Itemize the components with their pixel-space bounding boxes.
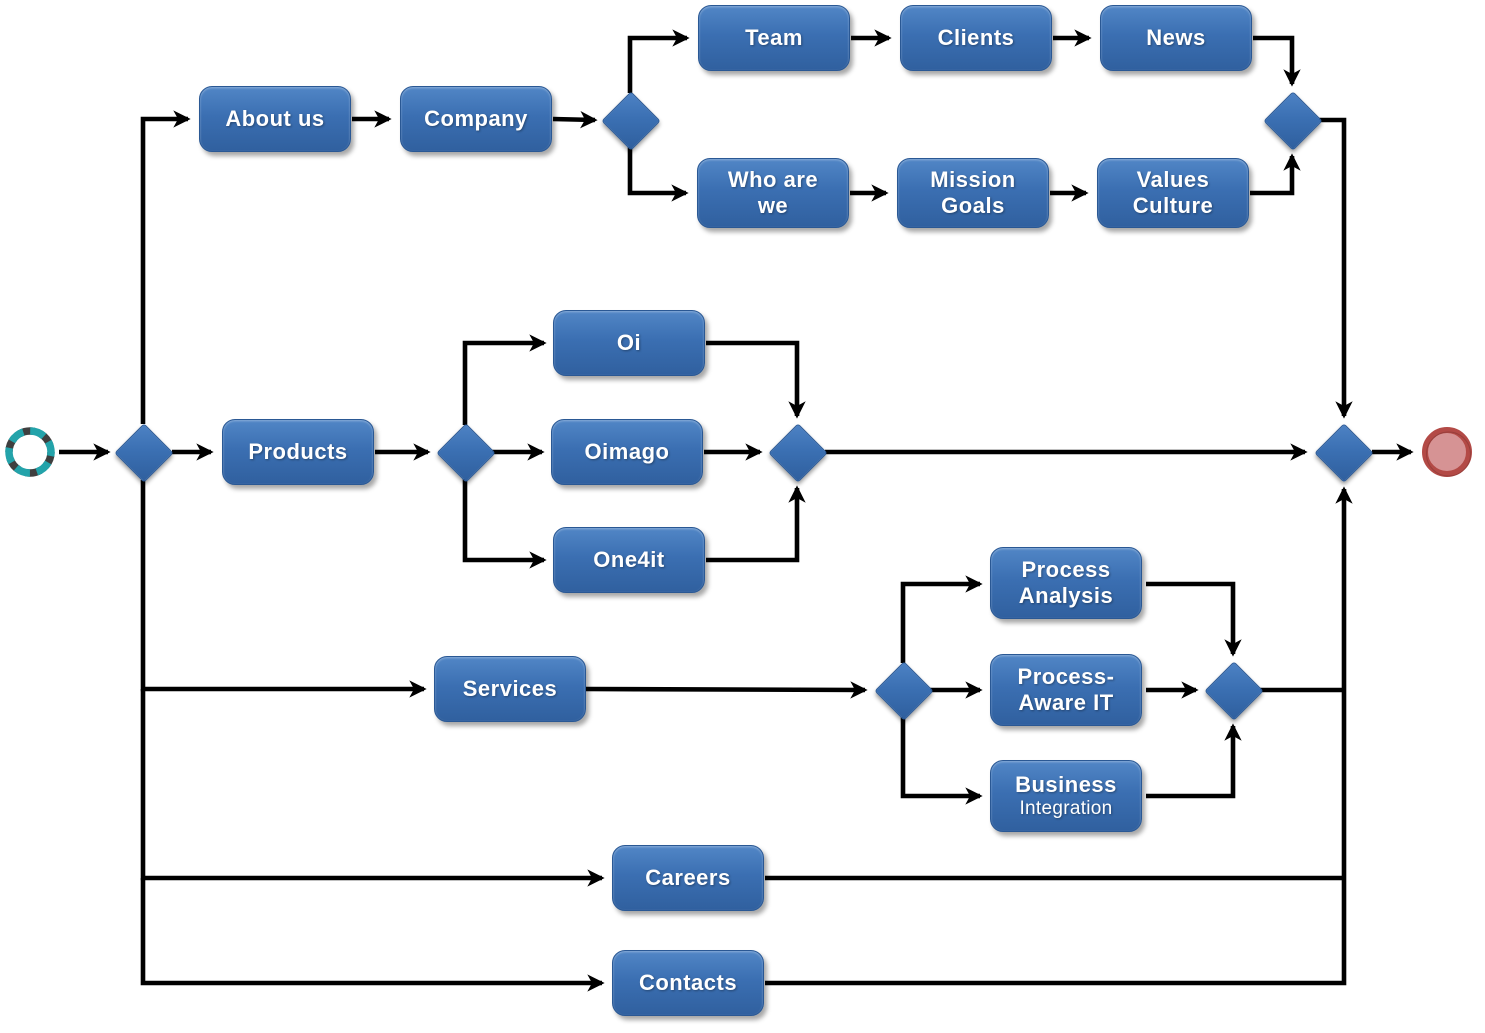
node-values-culture-label-line2: Culture: [1132, 193, 1214, 218]
node-process-aware-it-label-line1: Process-: [1017, 664, 1115, 690]
connector-aboutmerge-to-finalgateway: [1319, 117, 1353, 419]
node-mission-goals-label-line1: Mission: [930, 167, 1016, 193]
node-contacts-label: Contacts: [638, 970, 738, 996]
node-process-analysis[interactable]: Process Analysis: [990, 547, 1142, 619]
node-about-us-label: About us: [225, 106, 325, 132]
connector-values-to-merge: [1250, 153, 1301, 196]
node-careers-label: Careers: [645, 865, 731, 891]
connector-split-to-businessintegration: [900, 717, 983, 805]
node-values-culture-label-line1: Values: [1136, 167, 1210, 193]
node-mission-goals[interactable]: Mission Goals: [897, 158, 1049, 228]
connector-trunk-to-services: [140, 480, 427, 698]
node-values-culture[interactable]: Values Culture: [1097, 158, 1249, 228]
node-mission-goals-label-line2: Goals: [941, 193, 1005, 218]
connector-split-to-team: [627, 29, 690, 93]
connector-contacts-to-finalgateway: [765, 486, 1353, 986]
connector-split-to-one4it: [462, 479, 547, 569]
node-clients[interactable]: Clients: [900, 5, 1052, 71]
node-business-integration-label-line1: Business: [1015, 771, 1117, 797]
node-oimago[interactable]: Oimago: [551, 419, 703, 485]
connector-split-to-processanalysis: [900, 575, 983, 663]
node-oi[interactable]: Oi: [553, 310, 705, 376]
node-oi-label: Oi: [616, 330, 642, 356]
node-about-us[interactable]: About us: [199, 86, 351, 152]
end-event[interactable]: [1421, 426, 1475, 485]
connector-trunk-to-aboutus: [140, 110, 191, 424]
node-process-aware-it[interactable]: Process- Aware IT: [990, 654, 1142, 726]
node-business-integration-label-line2: Integration: [1019, 797, 1113, 819]
node-one4it-label: One4it: [593, 547, 665, 573]
connector-businessintegration-to-merge: [1146, 723, 1242, 799]
connector-news-to-merge: [1253, 35, 1301, 87]
node-who-are-we-label-line1: Who are: [727, 167, 819, 193]
node-company[interactable]: Company: [400, 86, 552, 152]
node-process-aware-it-label-line2: Aware IT: [1018, 690, 1114, 715]
node-who-are-we[interactable]: Who are we: [697, 158, 849, 228]
node-business-integration[interactable]: Business Integration: [990, 760, 1142, 832]
node-company-label: Company: [424, 106, 528, 132]
connector-one4it-to-merge: [706, 485, 806, 563]
connector-split-to-oi: [462, 334, 547, 425]
node-careers[interactable]: Careers: [612, 845, 764, 911]
node-who-are-we-label-line2: we: [757, 193, 789, 218]
end-event-icon: [1422, 427, 1472, 477]
connector-oi-to-merge: [706, 340, 806, 419]
node-team[interactable]: Team: [698, 5, 850, 71]
connector-services-to-split: [585, 681, 868, 699]
node-oimago-label: Oimago: [584, 439, 670, 465]
node-process-analysis-label-line2: Analysis: [1018, 583, 1114, 608]
node-products[interactable]: Products: [222, 419, 374, 485]
connector-trunk-to-contacts: [140, 878, 605, 992]
connector-company-to-split: [552, 110, 598, 129]
node-contacts[interactable]: Contacts: [612, 950, 764, 1016]
node-clients-label: Clients: [937, 25, 1015, 51]
node-process-analysis-label-line1: Process: [1021, 557, 1111, 583]
node-services[interactable]: Services: [434, 656, 586, 722]
node-team-label: Team: [745, 25, 803, 51]
node-products-label: Products: [248, 439, 348, 465]
node-news[interactable]: News: [1100, 5, 1252, 71]
start-event-icon: [5, 427, 55, 477]
node-one4it[interactable]: One4it: [553, 527, 705, 593]
node-news-label: News: [1146, 25, 1206, 51]
connector-processanalysis-to-merge: [1146, 581, 1242, 657]
connector-split-to-whoarewe: [627, 147, 689, 202]
node-services-label: Services: [462, 676, 558, 702]
start-event[interactable]: [2, 424, 58, 485]
